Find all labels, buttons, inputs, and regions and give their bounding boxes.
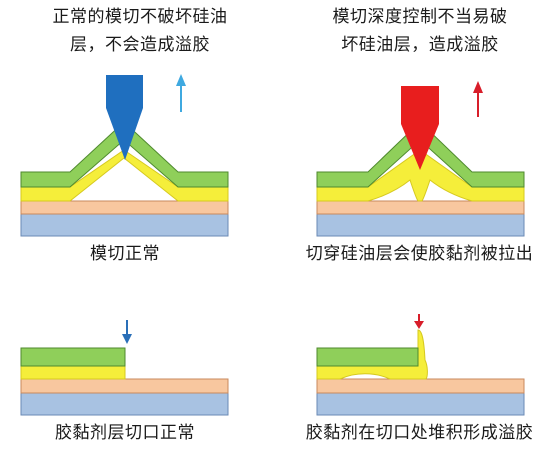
base-layer	[316, 213, 525, 237]
release-liner-layer	[316, 200, 525, 215]
adhesive-layer	[316, 149, 525, 202]
top-film-layer	[316, 347, 419, 367]
panel-adhesive-ooze: 胶黏剂在切口处堆积形成溢胶	[280, 300, 559, 457]
caption-normal-result: 模切正常	[90, 244, 160, 264]
arrow-down-icon	[122, 320, 132, 344]
caption-adhesive-normal: 胶黏剂层切口正常	[55, 423, 195, 443]
panel-deep-die-cut: 模切深度控制不当易破 坏硅油层，造成溢胶 切穿硅油层会使胶黏剂被拉出	[280, 0, 559, 270]
caption-deep-result: 切穿硅油层会使胶黏剂被拉出	[305, 244, 534, 264]
top-film-layer	[20, 121, 229, 188]
caption-deep-cut-line2: 坏硅油层，造成溢胶	[341, 35, 499, 55]
release-liner-layer	[20, 378, 229, 394]
panel-adhesive-cut-normal: 胶黏剂层切口正常	[0, 300, 280, 457]
diagram-adhesive-ooze	[316, 314, 525, 416]
cutting-blade-icon	[401, 86, 439, 170]
adhesive-layer	[316, 329, 428, 380]
release-liner-layer	[20, 200, 229, 215]
base-layer	[20, 392, 229, 416]
cutting-blade-icon	[106, 75, 143, 160]
arrow-down-icon	[414, 314, 424, 329]
caption-adhesive-ooze: 胶黏剂在切口处堆积形成溢胶	[305, 423, 534, 443]
top-film-layer	[20, 347, 126, 367]
diagram-normal-cut	[20, 74, 229, 237]
arrow-up-icon	[473, 81, 483, 117]
adhesive-layer	[20, 365, 126, 380]
base-layer	[20, 213, 229, 237]
release-liner-layer	[316, 378, 525, 394]
base-layer	[316, 392, 525, 416]
panel-normal-die-cut: 正常的模切不破坏硅油 层，不会造成溢胶 模切正常	[0, 0, 280, 270]
diagram-adhesive-normal	[20, 320, 229, 416]
arrow-up-icon	[176, 74, 186, 112]
adhesive-layer	[20, 149, 229, 202]
caption-deep-cut-line1: 模切深度控制不当易破	[332, 7, 508, 27]
caption-normal-cut-line1: 正常的模切不破坏硅油	[52, 7, 228, 27]
caption-normal-cut-line2: 层，不会造成溢胶	[70, 35, 210, 55]
diagram-deep-cut	[316, 81, 525, 237]
